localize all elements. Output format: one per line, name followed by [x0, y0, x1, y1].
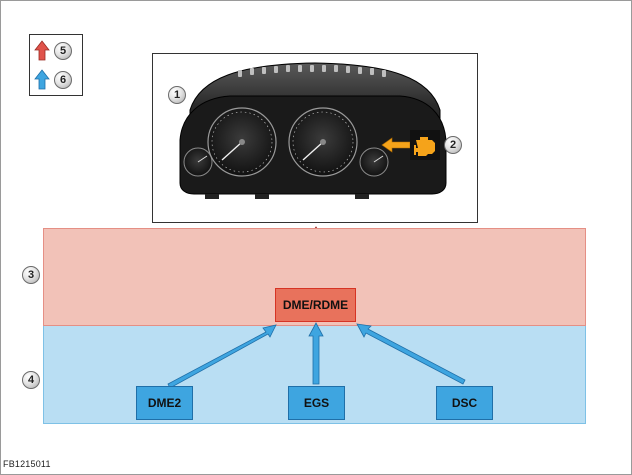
egs-box: EGS [288, 386, 345, 420]
blue-arrow-icon [308, 322, 324, 385]
callout-2: 2 [444, 136, 462, 154]
legend-number-5: 5 [54, 42, 72, 60]
dme2-box: DME2 [136, 386, 193, 420]
blue-arrow-icon [167, 324, 277, 389]
callout-4: 4 [22, 371, 40, 389]
legend-number-6: 6 [54, 71, 72, 89]
callout-1: 1 [168, 86, 186, 104]
callout-3: 3 [22, 266, 40, 284]
check-engine-icon [410, 130, 440, 160]
dsc-box: DSC [436, 386, 493, 420]
instrument-cluster-icon [179, 62, 447, 199]
dme-rdme-box: DME/RDME [275, 288, 356, 322]
legend-box: 5 6 [29, 34, 83, 96]
blue-arrow-icon [356, 323, 466, 385]
legend-arrows [34, 40, 50, 90]
blue-arrow-icon [34, 69, 50, 90]
figure-caption: FB1215011 [3, 459, 51, 469]
red-arrow-icon [34, 40, 50, 61]
